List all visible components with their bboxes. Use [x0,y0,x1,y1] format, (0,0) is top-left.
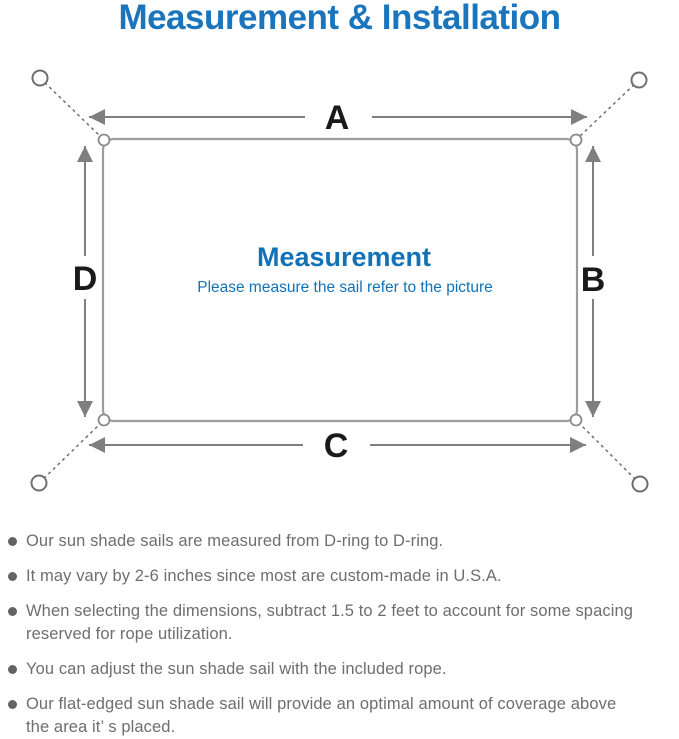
rope-line-bottom-left [38,422,102,484]
dimension-label-b: B [581,261,606,299]
note-text-2: It may vary by 2-6 inches since most are… [26,567,502,585]
notes-list: Our sun shade sails are measured from D-… [8,530,673,739]
d-ring-bottom-left [97,413,111,427]
measurement-diagram: A C D B Measurement Please measure the s… [30,69,649,493]
rope-line-top-right [578,79,640,138]
shade-sail-outline [101,137,579,423]
anchor-point-bottom-left [30,474,48,492]
anchor-point-bottom-right [631,475,649,493]
dimension-label-a: A [325,99,350,137]
bullet-dot-icon [8,665,17,674]
dimension-label-c: C [324,427,349,465]
bullet-dot-icon [8,572,17,581]
diagram-subtitle: Please measure the sail refer to the pic… [197,279,493,296]
d-ring-bottom-right [569,413,583,427]
diagram-title: Measurement [257,242,431,272]
list-item: You can adjust the sun shade sail with t… [8,658,673,681]
list-item: Our flat-edged sun shade sail will provi… [8,693,673,739]
bullet-dot-icon [8,700,17,709]
note-text-1: Our sun shade sails are measured from D-… [26,532,444,550]
note-text-5: Our flat-edged sun shade sail will provi… [26,695,617,736]
list-item: Our sun shade sails are measured from D-… [8,530,673,553]
page-title: Measurement & Installation [118,0,561,37]
rope-line-bottom-right [578,422,641,485]
list-item: When selecting the dimensions, subtract … [8,600,673,646]
note-text-3: When selecting the dimensions, subtract … [26,602,634,643]
bullet-dot-icon [8,537,17,546]
anchor-point-top-left [31,69,49,87]
dimension-label-d: D [73,260,98,298]
rope-line-top-left [39,77,102,138]
d-ring-top-left [97,133,111,147]
list-item: It may vary by 2-6 inches since most are… [8,565,673,588]
d-ring-top-right [569,133,583,147]
anchor-point-top-right [630,71,648,89]
bullet-dot-icon [8,607,17,616]
note-text-4: You can adjust the sun shade sail with t… [26,660,447,678]
